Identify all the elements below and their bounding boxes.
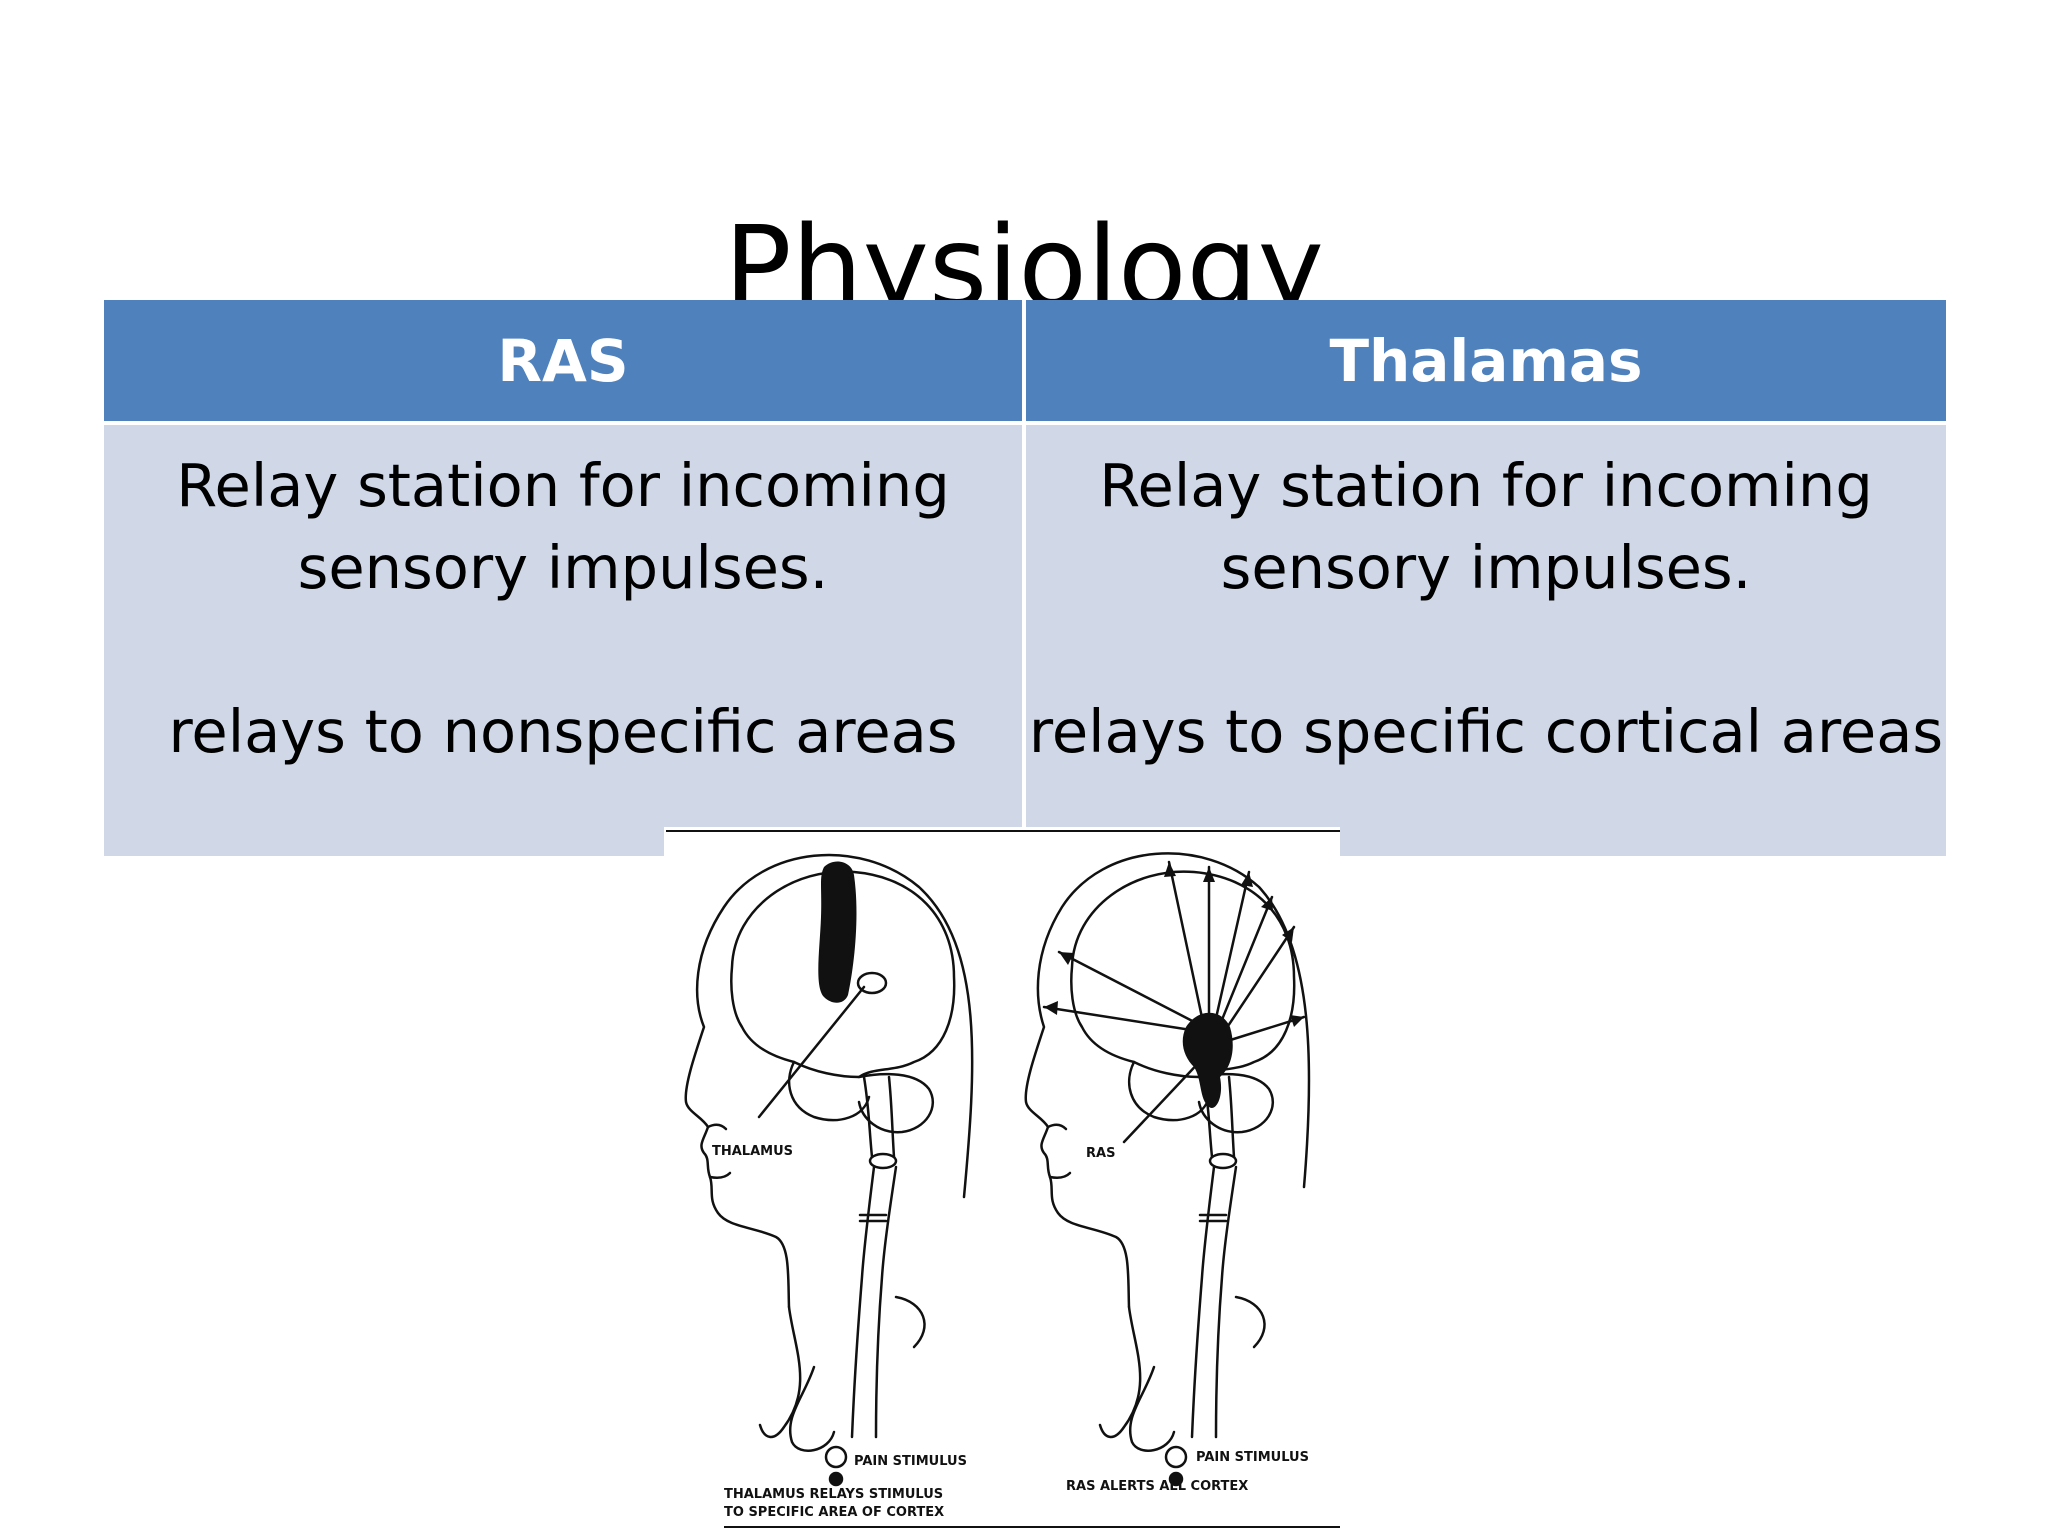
cell-ras: Relay station for incoming sensory impul…: [104, 425, 1022, 856]
cell-thalamas-line2: relays to specific cortical areas: [1028, 697, 1944, 766]
left-stimulus-label: PAIN STIMULUS: [854, 1454, 967, 1469]
cell-thalamas: Relay station for incoming sensory impul…: [1026, 425, 1946, 856]
left-caption-line2: TO SPECIFIC AREA OF CORTEX: [724, 1505, 944, 1520]
header-thalamas: Thalamas: [1026, 300, 1946, 421]
header-ras: RAS: [104, 300, 1022, 421]
cell-ras-line1: Relay station for incoming sensory impul…: [176, 451, 950, 602]
cell-ras-line2: relays to nonspecific areas: [168, 697, 958, 766]
left-ras-column: [818, 861, 857, 1003]
cell-thalamas-line1: Relay station for incoming sensory impul…: [1099, 451, 1873, 602]
right-ras-mass: [1182, 1012, 1233, 1108]
right-stimulus-label: PAIN STIMULUS: [1196, 1450, 1309, 1465]
right-caption-line1: RAS ALERTS ALL CORTEX: [1066, 1479, 1248, 1494]
arrowheads: [1044, 862, 1304, 1027]
comparison-table: RAS Thalamas Relay station for incoming …: [104, 300, 1946, 856]
brain-diagram: THALAMUS PAIN STIMULUS THALAMUS RELAYS S…: [664, 827, 1340, 1536]
left-region-label: THALAMUS: [712, 1144, 793, 1159]
right-head-illustration: [1024, 852, 1311, 1487]
right-region-label: RAS: [1086, 1146, 1115, 1161]
left-caption-line1: THALAMUS RELAYS STIMULUS: [724, 1487, 943, 1502]
left-head-illustration: [684, 853, 974, 1487]
